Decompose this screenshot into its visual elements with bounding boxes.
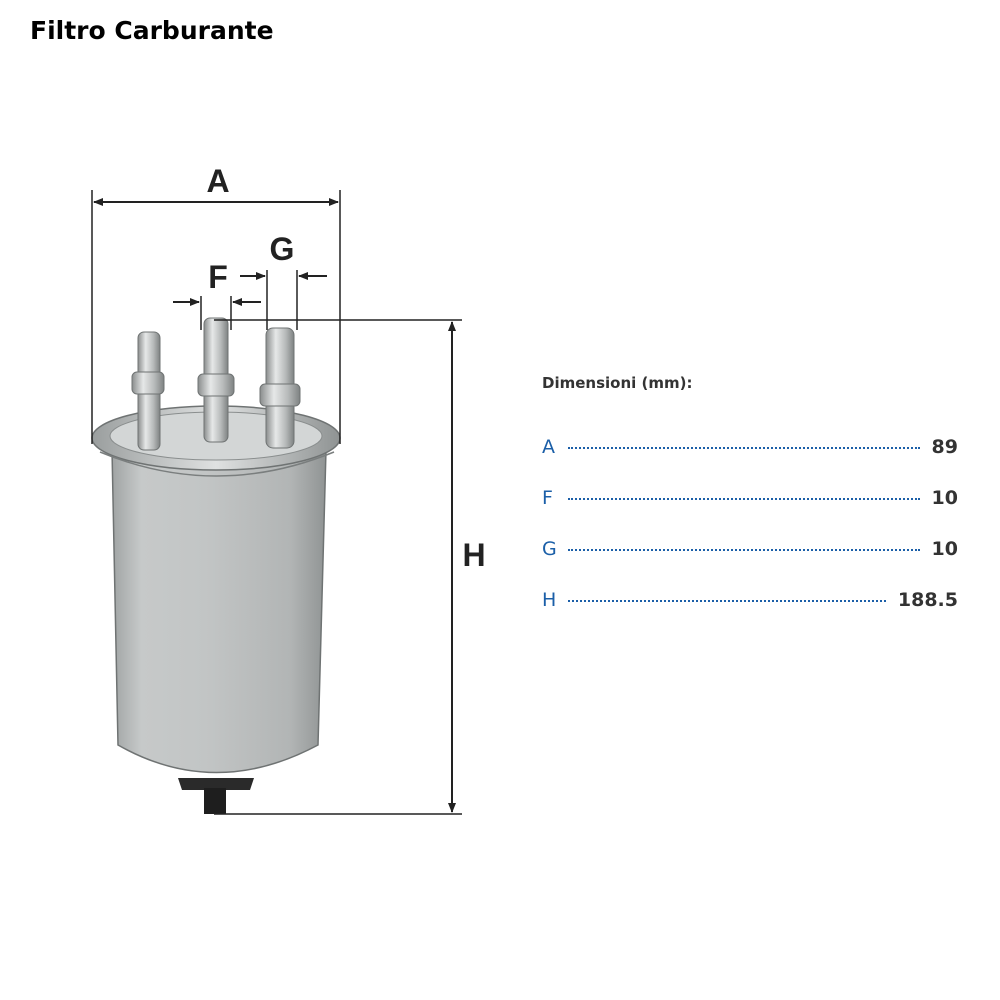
dimension-a-label: A xyxy=(206,163,229,199)
dimension-key: G xyxy=(542,538,557,560)
dimension-row-f: F 10 xyxy=(542,487,958,538)
dimension-key: F xyxy=(542,487,553,509)
dimension-h: H xyxy=(214,319,486,815)
dotted-leader xyxy=(568,447,920,449)
dimension-h-label: H xyxy=(462,537,485,573)
dimension-value: 188.5 xyxy=(897,589,958,611)
dimension-g: G xyxy=(240,231,327,330)
dimension-row-h: H 188.5 xyxy=(542,589,958,640)
dimension-a: A xyxy=(91,163,341,444)
dimension-f-label: F xyxy=(208,259,228,295)
dimensions-panel: Dimensioni (mm): A 89 F 10 G 10 H 188.5 xyxy=(542,374,958,640)
dotted-leader xyxy=(568,600,886,602)
drain-screw xyxy=(178,778,254,814)
fuel-pipe-right xyxy=(259,327,301,449)
filter-body xyxy=(91,405,341,774)
dimension-key: A xyxy=(542,436,555,458)
dotted-leader xyxy=(568,498,920,500)
fuel-pipe-left xyxy=(131,331,165,451)
dimension-value: 10 xyxy=(931,538,958,560)
dimension-g-label: G xyxy=(270,231,295,267)
dimension-f: F xyxy=(173,259,261,330)
dimension-row-a: A 89 xyxy=(542,436,958,487)
dotted-leader xyxy=(568,549,920,551)
fuel-pipe-middle xyxy=(197,317,235,443)
dimension-key: H xyxy=(542,589,557,611)
dimensions-heading: Dimensioni (mm): xyxy=(542,374,693,392)
dimension-row-g: G 10 xyxy=(542,538,958,589)
dimension-value: 89 xyxy=(931,436,958,458)
page-title: Filtro Carburante xyxy=(30,16,274,45)
dimension-value: 10 xyxy=(931,487,958,509)
